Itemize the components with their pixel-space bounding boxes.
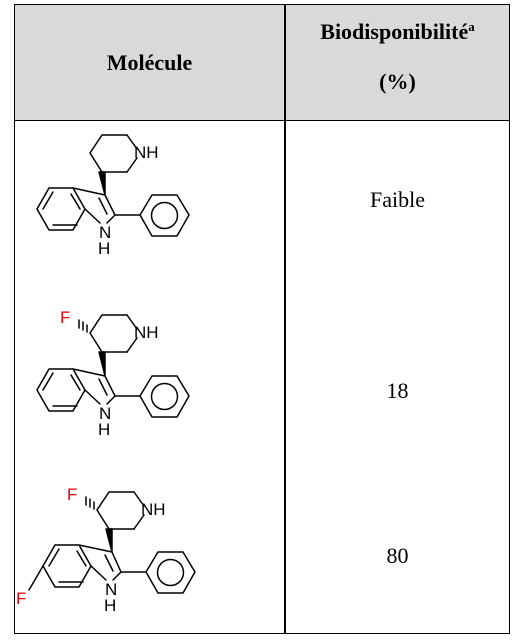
header-bioavailability: Biodisponibilitéa (%) (286, 5, 509, 120)
atom-label-h: H (104, 596, 116, 615)
column-divider (284, 5, 286, 633)
row-1-bioavailability: Faible (370, 187, 425, 212)
header-bioavailability-label: Biodisponibilitéa (320, 19, 475, 44)
structures-column: NH N H NH N H F NH N H F F (16, 134, 196, 615)
atom-label-nh: NH (134, 143, 159, 162)
header-molecule: Molécule (106, 49, 193, 75)
header-bioavailability-unit: (%) (379, 69, 416, 94)
atom-label-h: H (98, 420, 110, 439)
molecule-1-structure (36, 134, 190, 237)
molecule-3-structure (28, 491, 196, 594)
atom-label-n: N (105, 580, 117, 599)
atom-label-n: N (99, 404, 111, 423)
table-header: Molécule Biodisponibilitéa (%) (15, 5, 509, 121)
atom-label-fluorine: F (60, 308, 70, 327)
bioavailability-table: Molécule Biodisponibilitéa (%) Faible 18… (14, 4, 510, 634)
footnote-marker: a (468, 19, 475, 34)
atom-label-fluorine: F (67, 485, 77, 504)
molecule-2-structure (36, 314, 190, 418)
atom-label-nh: NH (134, 323, 159, 342)
atom-label-n: N (99, 223, 111, 242)
row-2-bioavailability: 18 (386, 378, 409, 403)
row-3-bioavailability: 80 (386, 543, 409, 568)
atom-label-nh: NH (141, 500, 166, 519)
atom-label-h: H (98, 239, 110, 258)
atom-label-fluorine: F (16, 589, 26, 608)
